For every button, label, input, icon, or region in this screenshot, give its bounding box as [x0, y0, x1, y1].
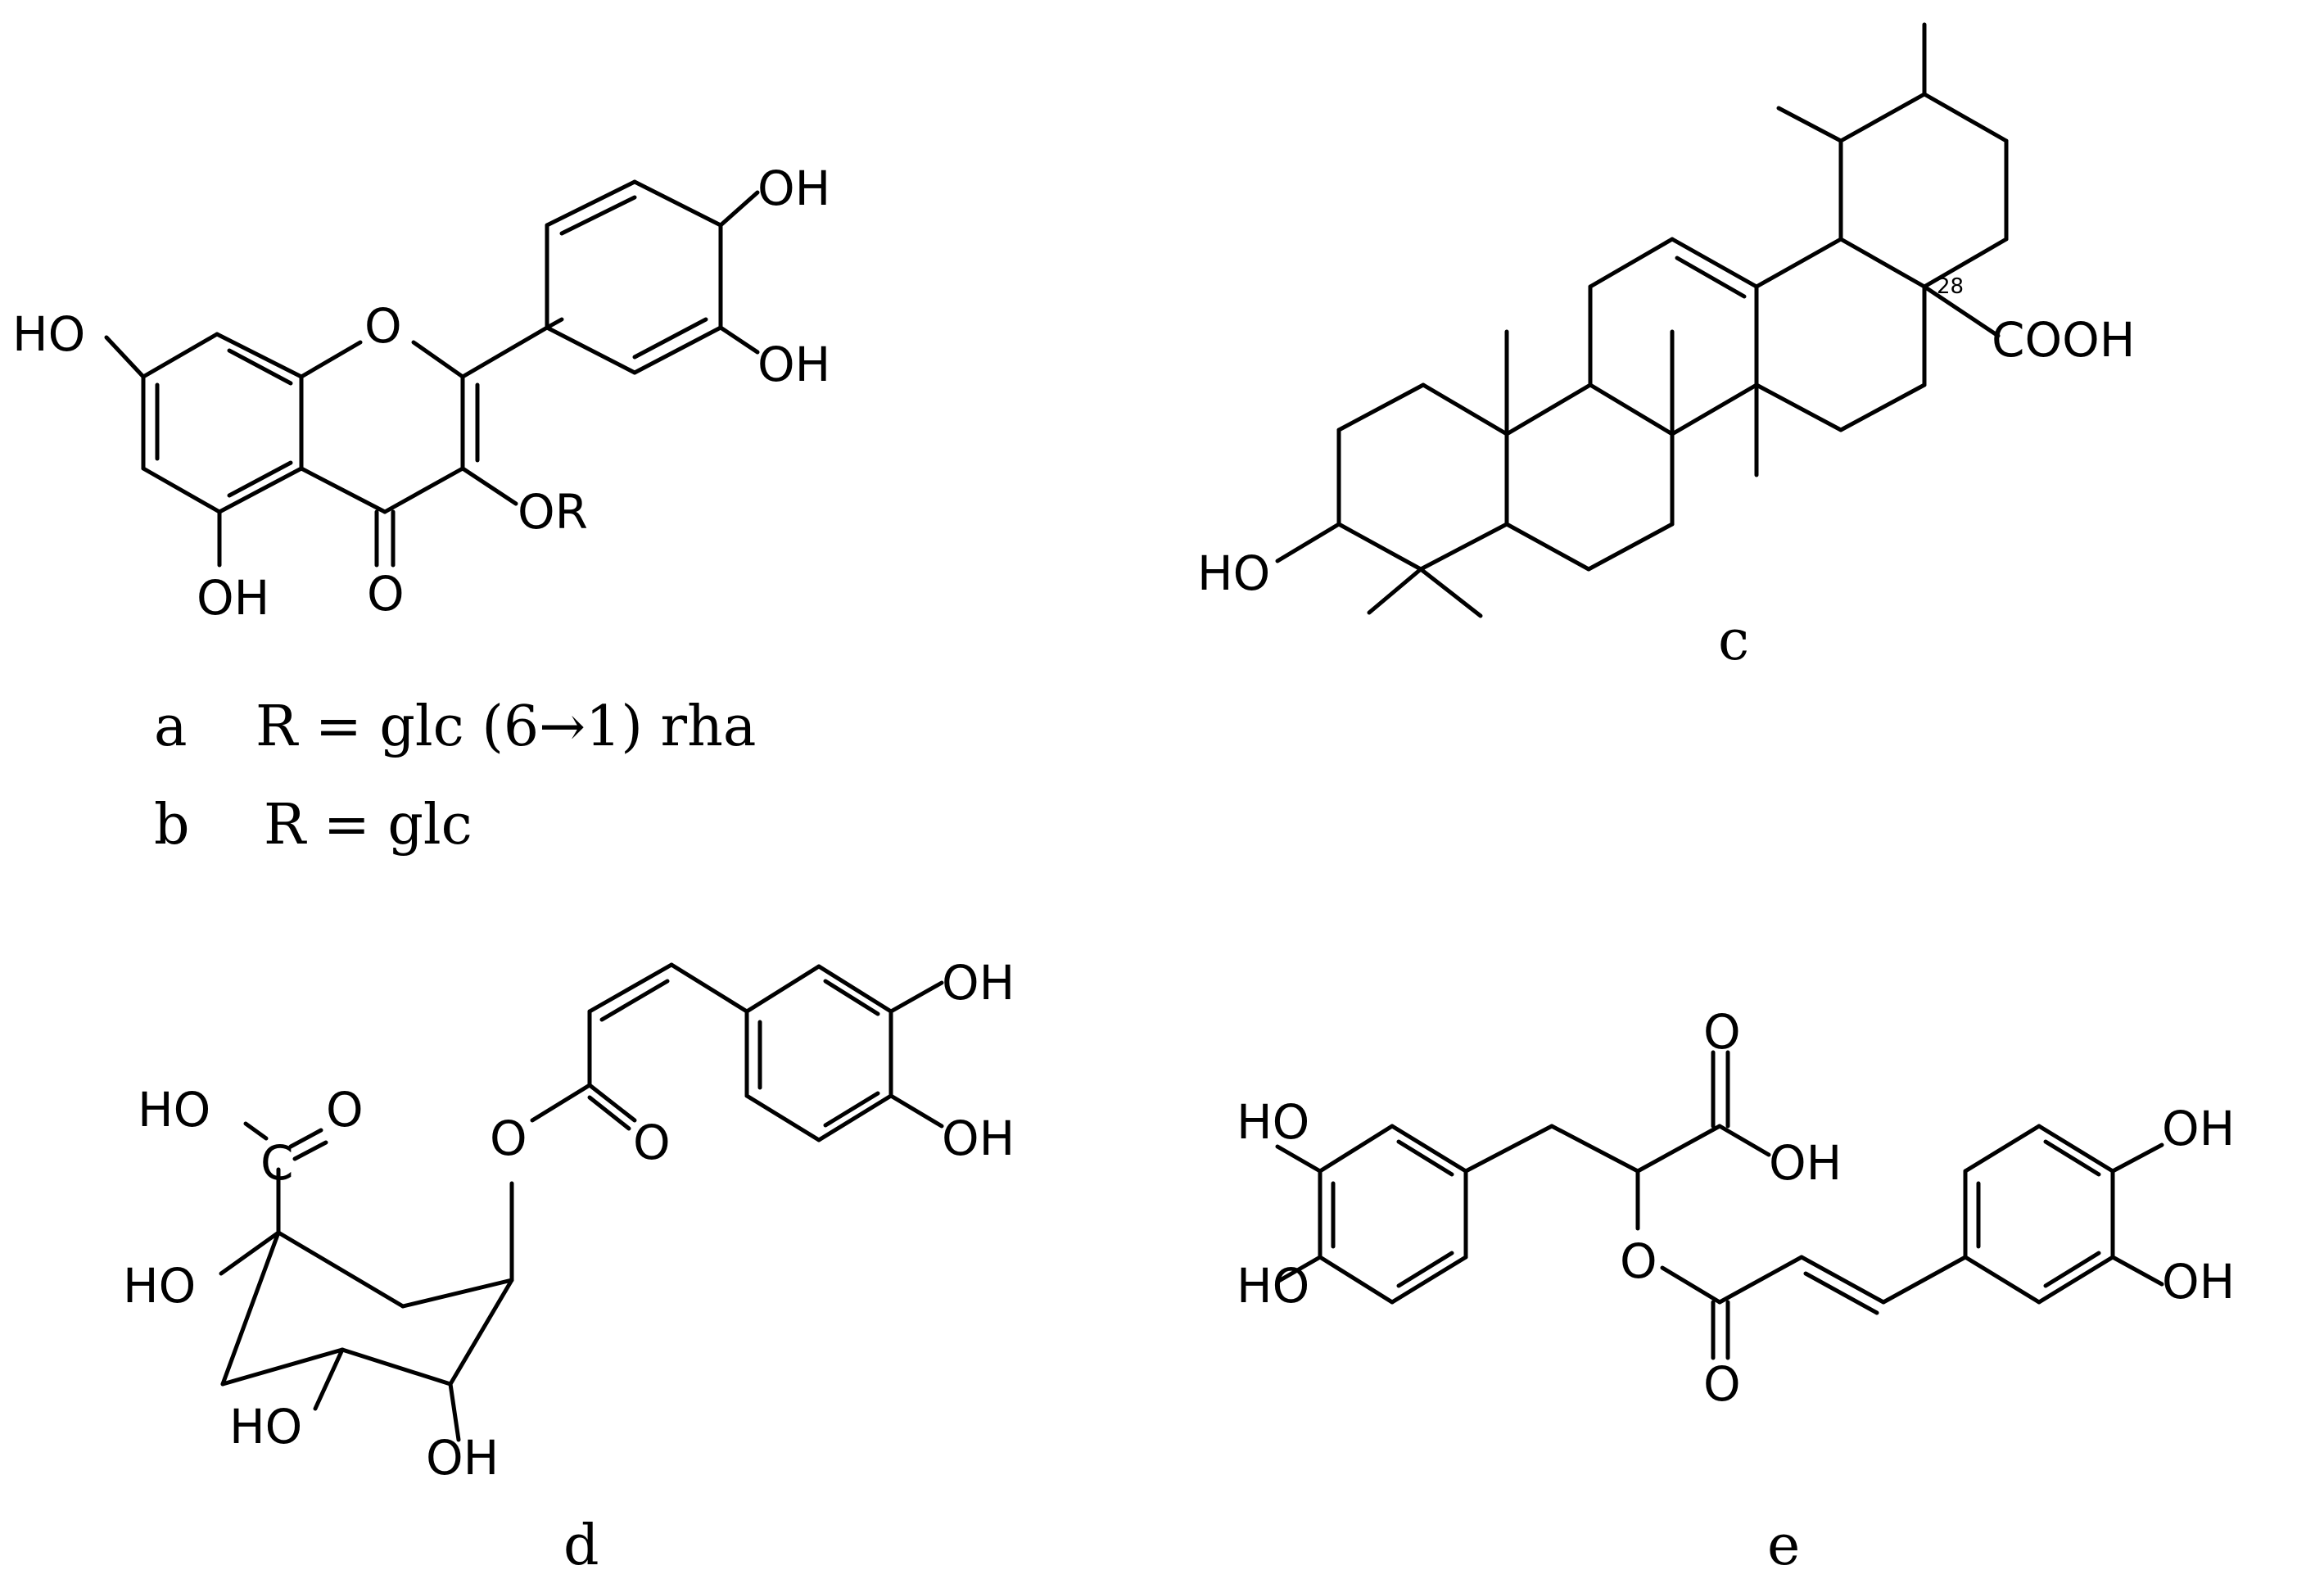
- atom-oh-3: OH: [942, 955, 1015, 1011]
- structure-ursolic-acid: HO COOH 28: [1197, 22, 2135, 618]
- atom-acid-oh: OH: [1769, 1135, 1842, 1191]
- structure-chlorogenic-acid: HO O C HO HO OH O O OH OH: [123, 955, 1015, 1486]
- atom-oh-4prime: OH: [2162, 1101, 2235, 1156]
- substituent-a: R = glc (6→1) rha: [255, 694, 756, 759]
- atom-ester-o: O: [1620, 1233, 1657, 1289]
- atom-oh-3prime: OH: [2162, 1254, 2235, 1310]
- atom-oh-5: OH: [426, 1430, 499, 1486]
- atom-ho-4: HO: [229, 1399, 302, 1455]
- atom-o-4: O: [367, 566, 405, 622]
- atom-ester-o: O: [490, 1111, 527, 1166]
- atom-acid-o: O: [1703, 1004, 1741, 1060]
- atom-ho-4: HO: [1237, 1258, 1309, 1314]
- structure-flavonol: HO O OH OH OR OH O: [12, 161, 830, 626]
- atom-oh-3prime: OH: [757, 337, 830, 392]
- atom-ho-3: HO: [1197, 545, 1270, 601]
- atom-cooh-ho: HO: [138, 1082, 210, 1138]
- label-b: b: [154, 793, 190, 857]
- atom-ho-7: HO: [12, 306, 85, 362]
- atom-or-3: OR: [518, 484, 588, 540]
- atom-ho-3: HO: [1237, 1094, 1309, 1150]
- substituent-b: R = glc: [264, 793, 472, 857]
- label-e: e: [1767, 1513, 1800, 1578]
- atom-oh-4prime: OH: [757, 161, 830, 216]
- structure-rosmarinic-acid: HO HO O OH O O OH OH: [1237, 1004, 2235, 1412]
- atom-o-1: O: [364, 298, 402, 354]
- atom-cooh-c: C: [260, 1135, 294, 1191]
- label-d: d: [563, 1513, 599, 1578]
- label-c: c: [1718, 609, 1749, 673]
- atom-cooh: COOH: [1992, 312, 2135, 368]
- label-a: a: [154, 694, 188, 759]
- atom-oh-5: OH: [197, 570, 269, 626]
- atom-c28-number: 28: [1937, 274, 1964, 299]
- atom-ho-1: HO: [123, 1258, 196, 1314]
- atom-oh-4: OH: [942, 1111, 1015, 1166]
- atom-carbonyl-o: O: [1703, 1356, 1741, 1412]
- atom-carbonyl-o: O: [633, 1115, 671, 1170]
- atom-cooh-o: O: [326, 1082, 364, 1138]
